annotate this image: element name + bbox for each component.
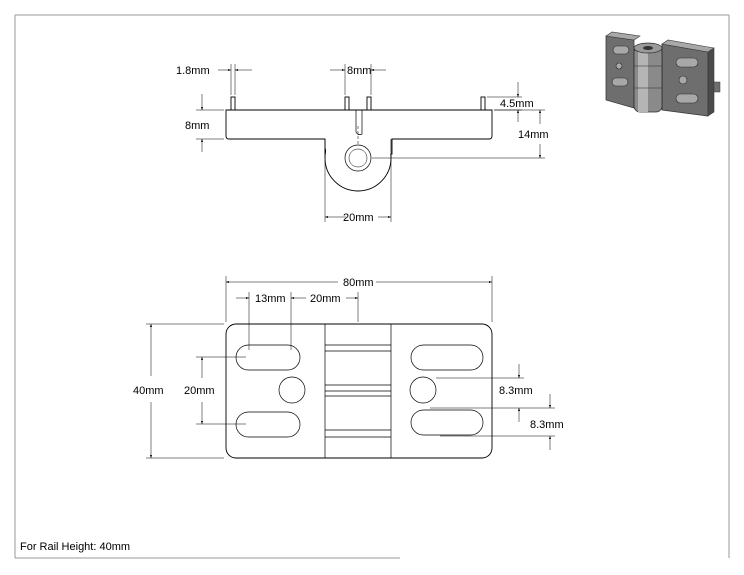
dim-front-overall-height-label: 40mm xyxy=(133,385,164,397)
dim-top-pin-spacing-label: 8mm xyxy=(347,65,371,77)
dim-top-knuckle-width-label: 20mm xyxy=(343,212,374,224)
top-view-pivot-hole xyxy=(344,144,372,172)
front-view-hole-right xyxy=(409,376,437,404)
dim-front-slot-pitch: 20mm xyxy=(184,356,246,425)
dim-top-pin-width-label: 1.8mm xyxy=(176,65,210,77)
dim-front-slot-offset: 20mm xyxy=(310,292,359,322)
dim-front-overall-width: 80mm xyxy=(225,276,493,322)
dim-front-slot-offset-label: 20mm xyxy=(310,293,341,305)
dim-front-overall-width-label: 80mm xyxy=(343,277,374,289)
top-view-pin-right xyxy=(480,96,486,111)
dim-front-slot-length-label: 13mm xyxy=(255,293,286,305)
hinge-3d-preview xyxy=(605,31,721,117)
front-view-slot-lower-right xyxy=(410,409,484,436)
dim-top-pin-height: 4.5mm xyxy=(487,82,534,122)
rail-height-note: For Rail Height: 40mm xyxy=(20,541,130,553)
dim-top-pin-spacing: 8mm xyxy=(330,64,386,95)
dim-top-plate-height-label: 8mm xyxy=(185,120,209,132)
dim-front-slot-pitch-label: 20mm xyxy=(184,385,215,397)
dim-top-pivot-height-label: 14mm xyxy=(518,129,549,141)
dim-front-hole-offset-1-label: 8.3mm xyxy=(499,385,533,397)
dim-top-knuckle-width: 20mm xyxy=(324,160,392,224)
front-view-slot-upper-left xyxy=(235,344,301,371)
sheet-frame xyxy=(14,14,730,559)
top-view: 1.8mm 8mm 8mm 4.5mm xyxy=(176,64,549,224)
front-view-slot-upper-right xyxy=(410,344,484,371)
dim-front-overall-height: 40mm xyxy=(133,323,224,459)
front-view-slot-lower-left xyxy=(235,411,301,438)
dim-top-pivot-height: 14mm xyxy=(372,109,549,159)
dim-front-hole-offset-2: 8.3mm xyxy=(440,394,564,450)
dim-top-pin-height-label: 4.5mm xyxy=(500,98,534,110)
top-view-pin-left xyxy=(230,96,236,111)
front-view: 80mm 13mm 20mm 40mm 20m xyxy=(133,276,564,459)
dim-top-plate-height: 8mm xyxy=(185,94,224,152)
top-view-pin-center-left xyxy=(344,96,350,111)
top-view-pin-center-right xyxy=(366,96,372,111)
front-view-hole-left xyxy=(278,376,306,404)
dim-front-hole-offset-1: 8.3mm xyxy=(430,364,555,422)
dim-front-hole-offset-2-label: 8.3mm xyxy=(530,419,564,431)
dim-front-slot-length: 13mm xyxy=(236,292,306,350)
dim-top-pin-width: 1.8mm xyxy=(176,64,252,95)
